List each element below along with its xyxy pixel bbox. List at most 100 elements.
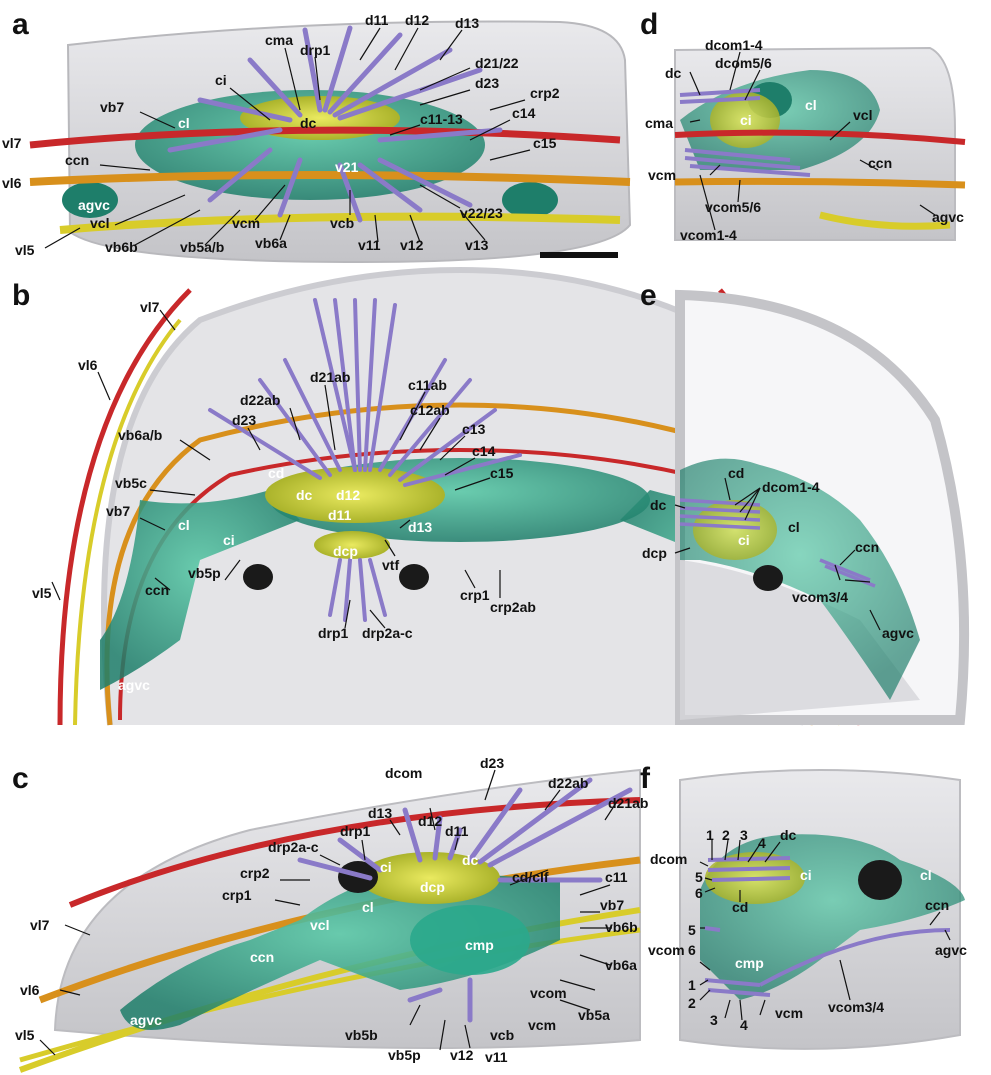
label-c-vl5: vl5 <box>15 1027 35 1043</box>
label-b-c14: c14 <box>472 443 496 459</box>
label-c-ci: ci <box>380 859 392 875</box>
label-f-vcm: vcm <box>775 1005 803 1021</box>
label-b-vb6a-b: vb6a/b <box>118 427 162 443</box>
label-a-ci: ci <box>215 72 227 88</box>
label-b-ccn: ccn <box>145 582 169 598</box>
label-a-c11-13: c11-13 <box>420 111 463 127</box>
label-c-d11: d11 <box>445 823 469 839</box>
label-c-vb6a: vb6a <box>605 957 637 973</box>
label-b-vb5c: vb5c <box>115 475 147 491</box>
label-c-crp2: crp2 <box>240 865 270 881</box>
label-a-vb5a-b: vb5a/b <box>180 239 224 255</box>
label-d-vcm: vcm <box>648 167 676 183</box>
label-a-cma: cma <box>265 32 293 48</box>
eye-e <box>753 565 783 591</box>
label-b-vl7: vl7 <box>140 299 160 315</box>
label-a-cl: cl <box>178 115 190 131</box>
label-d-vcl: vcl <box>853 107 872 123</box>
label-c-vcl: vcl <box>310 917 329 933</box>
label-a-d21-22: d21/22 <box>475 55 519 71</box>
label-d-dc: dc <box>665 65 682 81</box>
label-a-v11: v11 <box>358 237 381 253</box>
label-f-ccn: ccn <box>925 897 949 913</box>
label-a-v22-23: v22/23 <box>460 205 503 221</box>
label-c-d22ab: d22ab <box>548 775 588 791</box>
label-c-v11: v11 <box>485 1049 508 1065</box>
label-f-vcom: vcom <box>648 942 685 958</box>
label-c-ccn: ccn <box>250 949 274 965</box>
label-c-vb5p: vb5p <box>388 1047 421 1063</box>
label-a-crp2: crp2 <box>530 85 560 101</box>
label-d-dcom5-6: dcom5/6 <box>715 55 772 71</box>
label-f-dcom: dcom <box>650 851 687 867</box>
label-c-vcm: vcm <box>528 1017 556 1033</box>
label-c-cl: cl <box>362 899 374 915</box>
agvc-shape-a-right <box>502 182 558 218</box>
panel-letter-c: c <box>12 762 29 795</box>
label-a-vcl: vcl <box>90 215 109 231</box>
label-b-c11ab: c11ab <box>408 377 447 393</box>
label-a-agvc: agvc <box>78 197 110 213</box>
label-c-crp1: crp1 <box>222 887 252 903</box>
label-a-v21: v21 <box>335 159 359 175</box>
label-a-d12: d12 <box>405 12 429 28</box>
label-b-d12: d12 <box>336 487 360 503</box>
label-f-dc: dc <box>780 827 797 843</box>
label-a-d23: d23 <box>475 75 499 91</box>
label-c-vcb: vcb <box>490 1027 514 1043</box>
label-e-dc: dc <box>650 497 667 513</box>
label-e-vcom3-4: vcom3/4 <box>792 589 848 605</box>
label-b-vl6: vl6 <box>78 357 98 373</box>
eye-right-b <box>399 564 429 590</box>
label-a-v12: v12 <box>400 237 424 253</box>
label-d-cma: cma <box>645 115 673 131</box>
label-b-vb7: vb7 <box>106 503 130 519</box>
panel-a: a <box>2 8 630 262</box>
label-e-agvc: agvc <box>882 625 914 641</box>
label-f-4a: 4 <box>758 835 766 851</box>
label-f-3b: 3 <box>710 1012 718 1028</box>
panel-letter-b: b <box>12 279 30 312</box>
label-a-c15: c15 <box>533 135 557 151</box>
label-d-vcom5-6: vcom5/6 <box>705 199 761 215</box>
label-c-d13: d13 <box>368 805 392 821</box>
label-b-d13: d13 <box>408 519 432 535</box>
label-c-vb7: vb7 <box>600 897 624 913</box>
label-c-dc: dc <box>462 852 479 868</box>
label-a-vb6b: vb6b <box>105 239 138 255</box>
label-c-cmp: cmp <box>465 937 494 953</box>
label-c-vl7: vl7 <box>30 917 50 933</box>
label-a-drp1: drp1 <box>300 42 331 58</box>
label-a-vl6: vl6 <box>2 175 22 191</box>
label-b-c13: c13 <box>462 421 486 437</box>
label-c-dcom: dcom <box>385 765 422 781</box>
label-c-vb5a: vb5a <box>578 1007 610 1023</box>
label-a-vl7: vl7 <box>2 135 22 151</box>
label-b-d22ab: d22ab <box>240 392 280 408</box>
label-a-vb7: vb7 <box>100 99 124 115</box>
label-b-drp1: drp1 <box>318 625 349 641</box>
label-b-vl5: vl5 <box>32 585 52 601</box>
eye-left-b <box>243 564 273 590</box>
label-a-ccn: ccn <box>65 152 89 168</box>
label-e-dcp: dcp <box>642 545 667 561</box>
label-f-ci: ci <box>800 867 812 883</box>
label-f-2a: 2 <box>722 827 730 843</box>
label-c-drp1: drp1 <box>340 823 371 839</box>
label-f-5b: 5 <box>688 922 696 938</box>
label-b-ci: ci <box>223 532 235 548</box>
label-b-c15: c15 <box>490 465 514 481</box>
label-b-dc: dc <box>296 487 313 503</box>
label-a-d11: d11 <box>365 12 389 28</box>
label-b-vb5p: vb5p <box>188 565 221 581</box>
label-c-dcp: dcp <box>420 879 445 895</box>
label-a-vl5: vl5 <box>15 242 35 258</box>
label-f-1a: 1 <box>706 827 714 843</box>
label-f-4b: 4 <box>740 1017 748 1033</box>
panel-letter-d: d <box>640 8 658 41</box>
label-c-d12: d12 <box>418 813 442 829</box>
label-d-agvc: agvc <box>932 209 964 225</box>
label-f-1b: 1 <box>688 977 696 993</box>
label-a-dc: dc <box>300 115 317 131</box>
panel-f: f 1 2 3 4 dc dcom 5 <box>640 762 967 1049</box>
